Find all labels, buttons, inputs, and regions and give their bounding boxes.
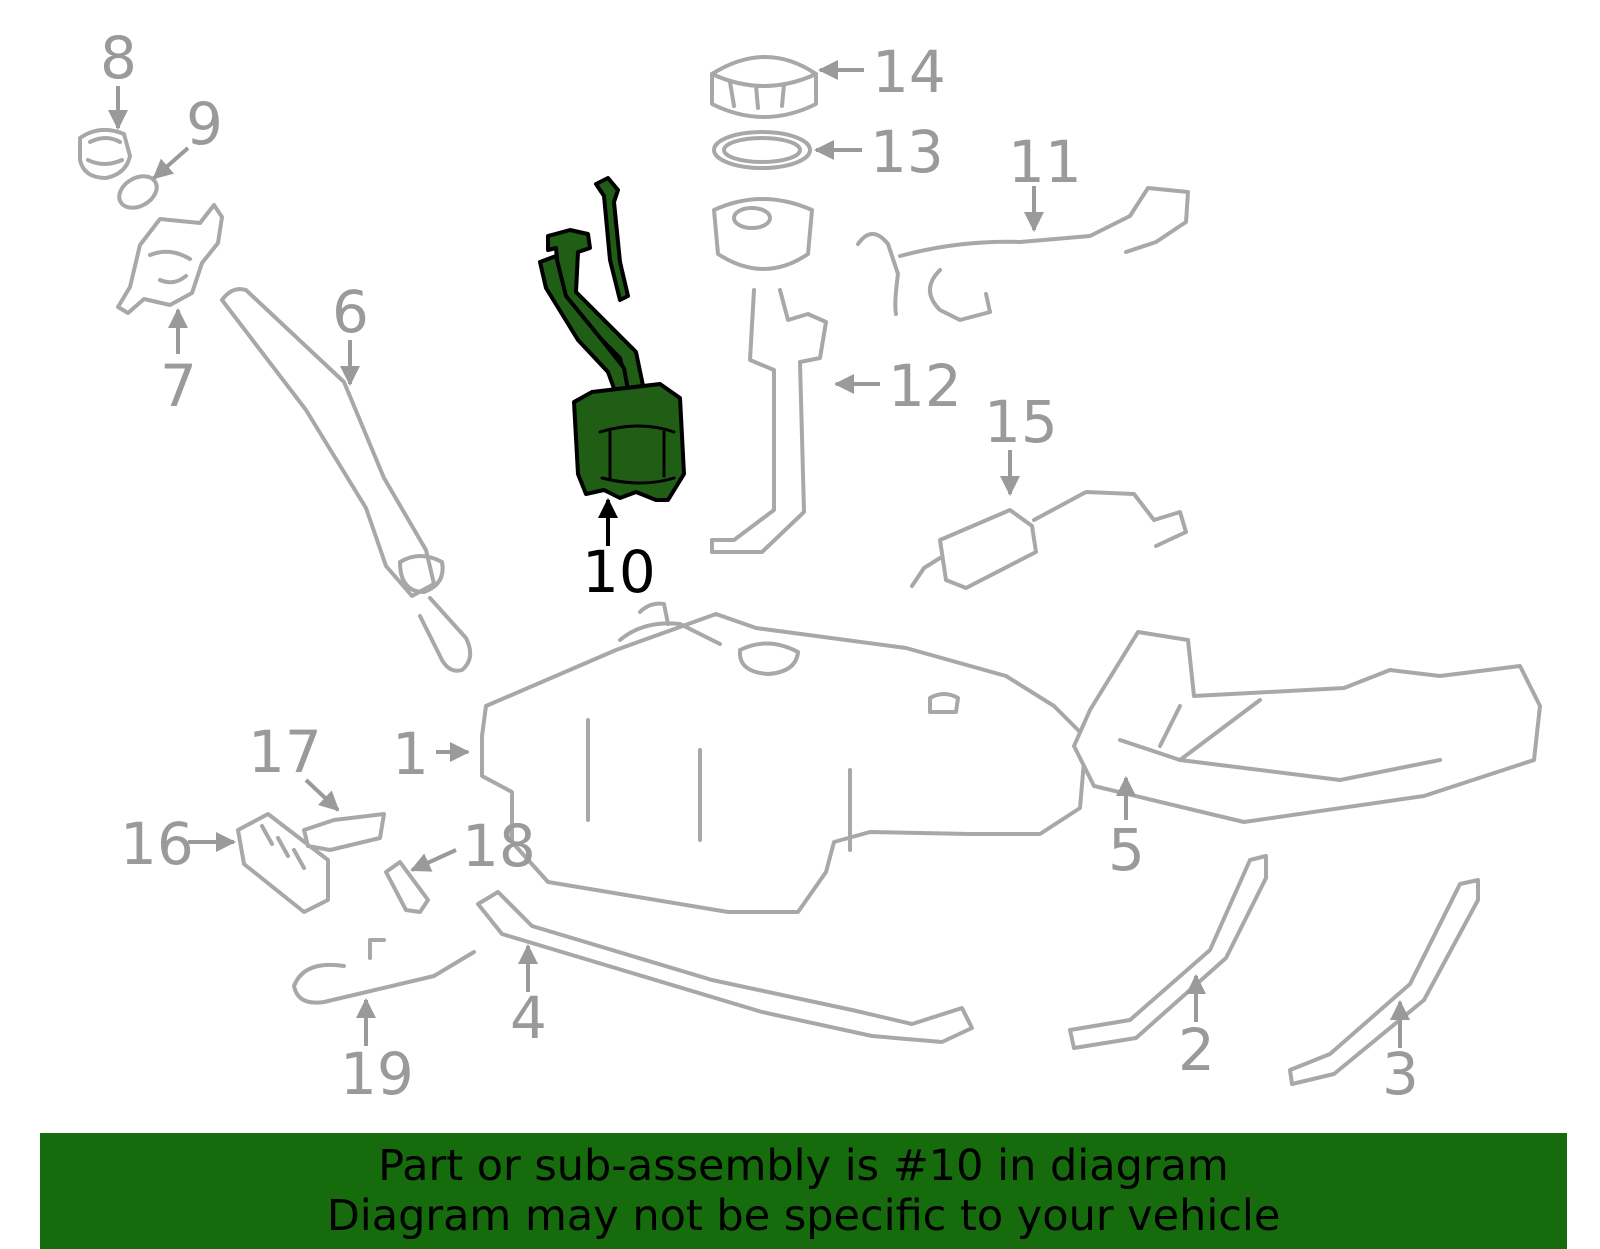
callout-4: 4 [510,944,547,1052]
svg-text:4: 4 [510,984,547,1052]
part-19-vent-line[interactable] [292,938,476,1005]
part-1-fuel-tank[interactable] [480,601,1088,914]
banner-line-disclaimer: Diagram may not be specific to your vehi… [326,1191,1281,1241]
svg-text:7: 7 [160,352,197,420]
part-5-heat-shield[interactable] [1072,630,1542,824]
svg-text:2: 2 [1178,1016,1215,1084]
part-14-lock-ring[interactable] [710,55,818,119]
part-2-tank-strap[interactable] [1068,854,1268,1050]
part-17-connector[interactable] [302,812,386,852]
part-12-sender-unit[interactable] [710,197,828,554]
callout-5: 5 [1108,776,1145,884]
callout-2: 2 [1178,974,1215,1084]
part-6-filler-tube[interactable] [220,287,473,673]
part-13-seal[interactable] [712,130,812,170]
callout-19: 19 [340,998,414,1108]
callout-6: 6 [332,278,369,386]
callout-16: 16 [120,810,236,878]
svg-text:15: 15 [984,388,1058,456]
callout-15: 15 [984,388,1058,496]
svg-text:17: 17 [248,718,322,786]
svg-text:11: 11 [1008,128,1082,196]
svg-text:9: 9 [186,90,223,158]
part-3-tank-strap[interactable] [1288,878,1480,1086]
callout-7: 7 [160,308,197,420]
part-11-fuel-line-harness[interactable] [856,186,1190,322]
part-8-filler-cap[interactable] [78,127,132,180]
callout-8: 8 [100,24,137,130]
banner-line-part-number: Part or sub-assembly is #10 in diagram [378,1141,1229,1191]
svg-text:1: 1 [392,720,429,788]
callout-1: 1 [392,720,470,788]
parts-diagram: 1 2 3 4 5 6 7 8 9 10 11 12 [78,24,1542,1108]
callout-18: 18 [410,812,536,880]
callout-14: 14 [818,38,946,106]
part-10-fuel-pump-module[interactable] [538,176,686,502]
callout-10: 10 [582,498,656,606]
part-7-valve-housing[interactable] [116,203,224,315]
part-16-bracket[interactable] [236,812,330,914]
svg-text:5: 5 [1108,816,1145,884]
svg-text:6: 6 [332,278,369,346]
svg-text:18: 18 [462,812,536,880]
part-4-tank-strap[interactable] [476,890,974,1044]
svg-text:12: 12 [888,352,962,420]
svg-text:10: 10 [582,538,656,606]
svg-text:14: 14 [872,38,946,106]
part-15-fuel-filter[interactable] [910,490,1188,590]
callout-9: 9 [152,90,223,180]
callout-3: 3 [1382,1000,1419,1108]
svg-text:3: 3 [1382,1040,1419,1108]
callout-17: 17 [248,718,340,812]
part-9-seal-ring[interactable] [114,170,163,214]
svg-text:16: 16 [120,810,194,878]
svg-text:13: 13 [870,118,944,186]
callout-12: 12 [834,352,962,420]
svg-text:19: 19 [340,1040,414,1108]
part-18-hose[interactable] [384,860,430,914]
callout-11: 11 [1008,128,1082,232]
callout-13: 13 [814,118,944,186]
info-banner: Part or sub-assembly is #10 in diagram D… [40,1133,1567,1249]
svg-text:8: 8 [100,24,137,92]
